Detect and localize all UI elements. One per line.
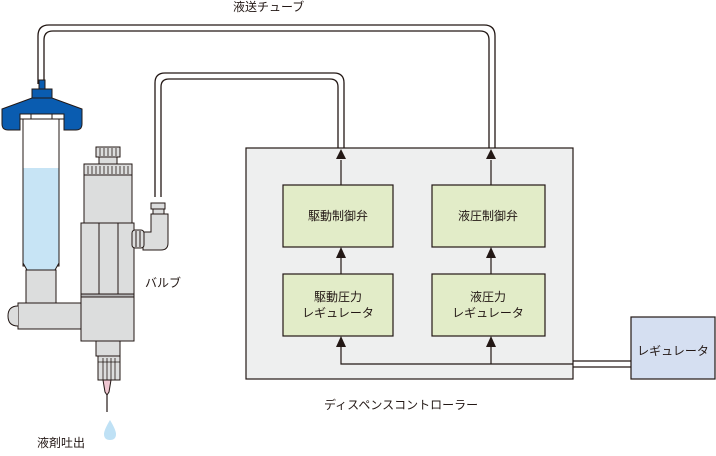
valve-upper-body [83, 174, 133, 224]
drive-air-tube [154, 72, 345, 197]
needle-tip [102, 379, 112, 396]
liquid-feed-tube-label: 液送チューブ [233, 0, 305, 14]
liquid-feed-tube [37, 24, 496, 152]
external-regulator-block: レギュレータ [630, 316, 716, 380]
droplet-icon [104, 420, 116, 440]
valve-elbow-fitting [131, 202, 169, 251]
arrow-up-icon [486, 336, 496, 347]
syringe-outlet-connector [17, 302, 82, 330]
syringe-adapter [25, 269, 57, 304]
arrow-up-icon [336, 247, 346, 258]
liquid-pressure-regulator-block: 液圧力 レギュレータ [431, 273, 546, 337]
arrow-up-icon [336, 336, 346, 347]
liquid-discharge-label: 液剤吐出 [37, 436, 86, 450]
valve-lower-block [80, 296, 135, 342]
drive-control-valve-block: 駆動制御弁 [282, 184, 394, 248]
valve-label: バルブ [145, 276, 182, 290]
drive-control-valve-label: 駆動制御弁 [308, 208, 368, 223]
arrow-up-icon [486, 247, 496, 258]
liquid-regulator-label-line1: 液圧力 [470, 289, 506, 304]
arrow-up-icon [486, 149, 496, 159]
syringe-cap [1, 79, 83, 131]
liquid-regulator-label-line2: レギュレータ [452, 306, 524, 320]
liquid-control-valve-block: 液圧制御弁 [431, 184, 546, 248]
liquid-control-valve-label: 液圧制御弁 [458, 208, 518, 223]
drive-regulator-label-line1: 駆動圧力 [314, 290, 362, 304]
syringe-liquid [23, 168, 59, 263]
syringe [1, 79, 83, 330]
drive-pressure-regulator-block: 駆動圧力 レギュレータ [282, 273, 394, 337]
dispense-controller: 駆動制御弁 液圧制御弁 駆動圧力 レギュレータ 液圧力 レギュレータ [245, 147, 574, 380]
valve [80, 146, 169, 412]
supply-air-line [573, 360, 631, 368]
valve-nozzle-neck [95, 340, 121, 357]
external-regulator-label: レギュレータ [637, 344, 709, 358]
arrow-up-icon [336, 149, 346, 159]
dispense-controller-label: ディスペンスコントローラー [324, 398, 479, 412]
needle-hub [97, 355, 121, 381]
drive-regulator-label-line2: レギュレータ [302, 306, 374, 320]
valve-middle-body [80, 222, 135, 295]
